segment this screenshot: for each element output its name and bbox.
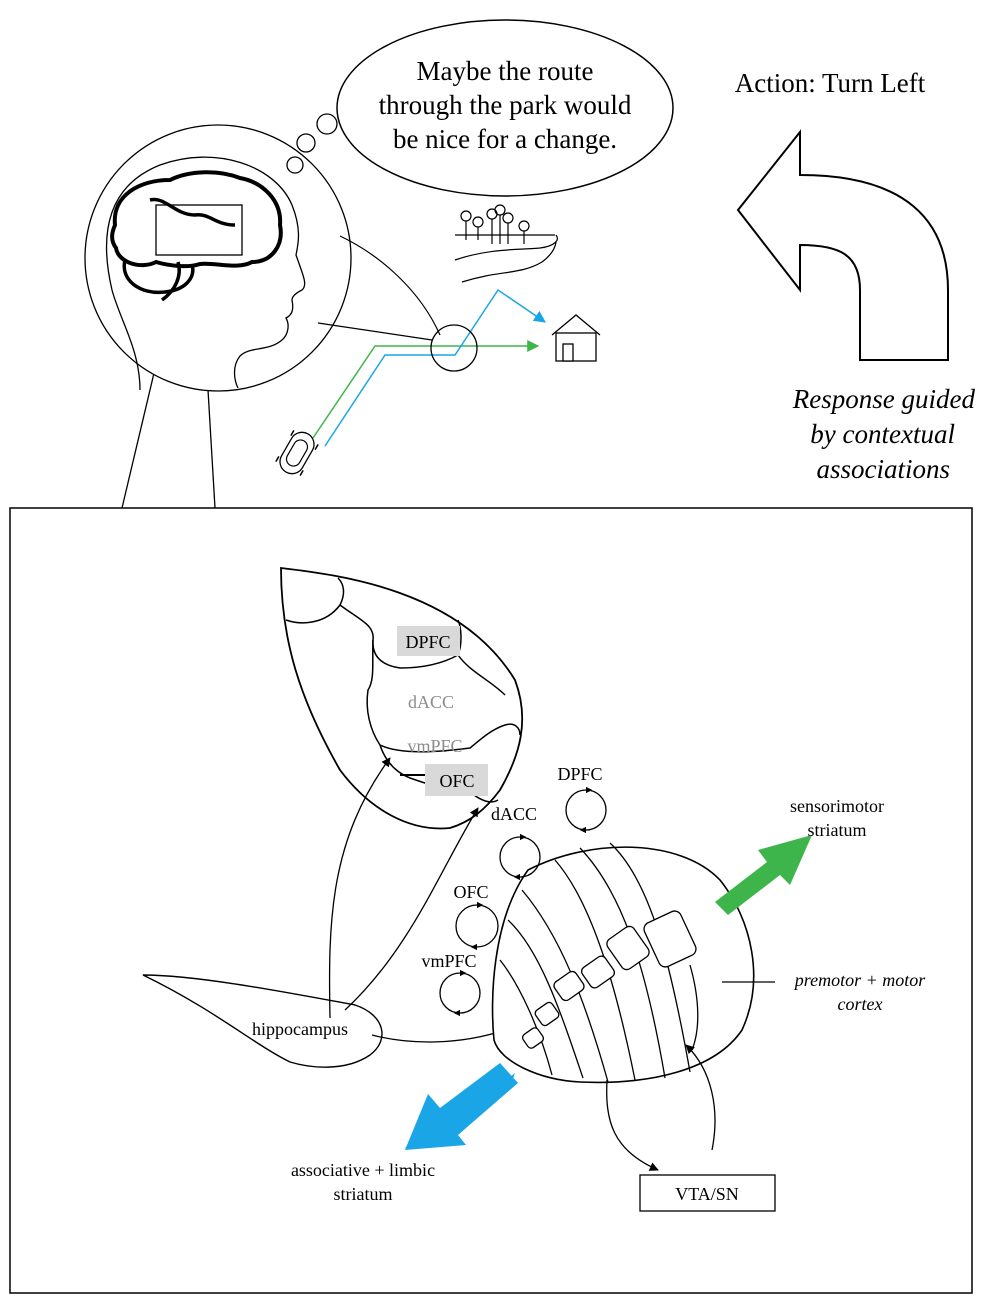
thought-line-1: Maybe the route bbox=[417, 56, 594, 86]
loop-ofc-label: OFC bbox=[453, 882, 488, 902]
detail-panel bbox=[9, 507, 973, 1294]
head-illustration bbox=[84, 124, 352, 509]
house-icon bbox=[551, 314, 601, 362]
response-caption: Response guided by contextual associatio… bbox=[792, 384, 976, 484]
vta-sn-label: VTA/SN bbox=[675, 1184, 739, 1204]
car-icon bbox=[275, 430, 319, 476]
response-line-1: Response guided bbox=[792, 384, 976, 414]
striatum bbox=[491, 842, 755, 1084]
action-label: Action: Turn Left bbox=[735, 68, 926, 98]
premotor-label-1: premotor + motor bbox=[793, 970, 926, 990]
hippocampus-label: hippocampus bbox=[252, 1019, 348, 1039]
loop-icons bbox=[439, 786, 607, 1017]
hippocampus: hippocampus bbox=[142, 974, 383, 1068]
loop-dacc-label: dACC bbox=[491, 804, 537, 824]
sensorimotor-label-1: sensorimotor bbox=[790, 796, 884, 816]
pfc-dpfc-label: DPFC bbox=[405, 632, 450, 652]
pfc-vmpfc-label: vmPFC bbox=[407, 736, 462, 756]
associative-arrow bbox=[405, 1063, 518, 1150]
prefrontal-cortex: DPFC dACC vmPFC OFC bbox=[280, 566, 524, 830]
thought-line-3: be nice for a change. bbox=[393, 124, 617, 154]
sensorimotor-arrow bbox=[715, 835, 812, 915]
turn-left-arrow-icon bbox=[736, 129, 949, 361]
assoc-label-2: striatum bbox=[334, 1184, 393, 1204]
response-line-3: associations bbox=[816, 454, 950, 484]
hippocampus-connections bbox=[328, 757, 506, 1043]
premotor-label-2: cortex bbox=[838, 994, 883, 1014]
response-line-2: by contextual bbox=[810, 419, 955, 449]
assoc-label-1: associative + limbic bbox=[291, 1160, 435, 1180]
sensorimotor-label-2: striatum bbox=[808, 820, 867, 840]
vta-sn-box: VTA/SN bbox=[639, 1174, 776, 1212]
route-lines bbox=[312, 288, 546, 447]
pfc-dacc-label: dACC bbox=[408, 692, 454, 712]
decision-point bbox=[430, 324, 478, 372]
dopamine-connections bbox=[606, 1044, 716, 1171]
thought-line-2: through the park would bbox=[379, 90, 632, 120]
park-icon bbox=[454, 204, 558, 283]
pfc-ofc-label: OFC bbox=[439, 771, 474, 791]
head-to-decision-lines bbox=[317, 235, 441, 341]
loop-vmpfc-label: vmPFC bbox=[421, 951, 476, 971]
thought-bubble: Maybe the route through the park would b… bbox=[286, 19, 674, 197]
loop-dpfc-label: DPFC bbox=[557, 764, 602, 784]
